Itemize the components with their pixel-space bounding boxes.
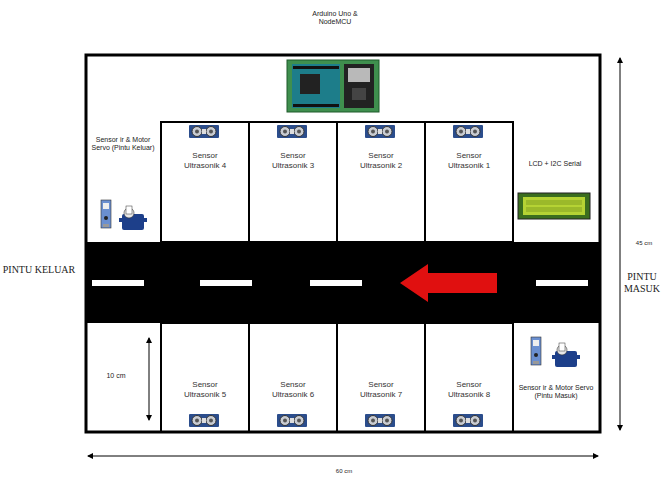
entry-gate-label: Sensor ir & Motor Servo (Pintu Masuk) [516, 384, 596, 401]
entry-door-label: PINTU MASUK [619, 271, 665, 295]
slot-label: Sensor Ultrasonik 6 [254, 380, 332, 399]
parking-slot: Sensor Ultrasonik 1 [424, 121, 514, 243]
board-label: Arduino Uno & NodeMCU [300, 10, 370, 27]
parking-slot: Sensor Ultrasonik 4 [160, 121, 250, 243]
lcd-label: LCD + I2C Serial [520, 160, 590, 168]
parking-slot: Sensor Ultrasonik 2 [336, 121, 426, 243]
width-dimension: 60 cm [322, 468, 366, 475]
slot-dimension: 10 cm [96, 372, 136, 380]
parking-slot: Sensor Ultrasonik 6 [248, 322, 338, 433]
slot-label: Sensor Ultrasonik 4 [166, 151, 244, 170]
slot-label: Sensor Ultrasonik 7 [342, 380, 420, 399]
exit-door-label: PINTU KELUAR [2, 264, 76, 276]
parking-slot: Sensor Ultrasonik 7 [336, 322, 426, 433]
slot-label: Sensor Ultrasonik 8 [430, 380, 508, 399]
exit-gate-label: Sensor ir & Motor Servo (Pintu Keluar) [90, 136, 156, 153]
height-dimension: 45 cm [626, 240, 662, 247]
slot-label: Sensor Ultrasonik 3 [254, 151, 332, 170]
parking-slot: Sensor Ultrasonik 5 [160, 322, 250, 433]
slot-label: Sensor Ultrasonik 5 [166, 380, 244, 399]
slot-label: Sensor Ultrasonik 1 [430, 151, 508, 170]
parking-slot: Sensor Ultrasonik 3 [248, 121, 338, 243]
parking-slot: Sensor Ultrasonik 8 [424, 322, 514, 433]
slot-label: Sensor Ultrasonik 2 [342, 151, 420, 170]
